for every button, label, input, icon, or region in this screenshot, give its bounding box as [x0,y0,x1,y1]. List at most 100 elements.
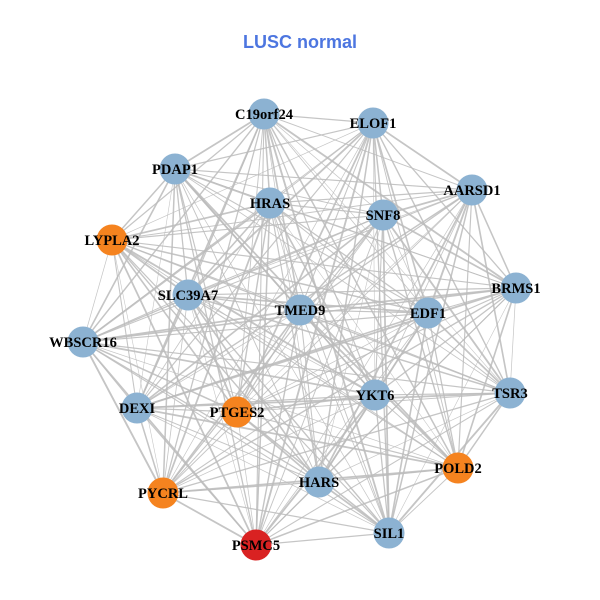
network-edge [174,168,189,296]
network-edge [82,214,384,343]
network-edge [82,341,238,413]
network-edge [136,407,257,546]
network-edge [111,239,138,409]
network-edge [174,168,320,483]
gene-node-C19orf24 [248,98,280,130]
network-edge [236,189,473,413]
network-edge [388,287,517,534]
network-edge [372,122,511,394]
network-edge [82,341,376,396]
network-edge [372,122,473,191]
network-edge [299,309,320,483]
network-edge [427,312,511,394]
network-edge [299,309,390,534]
network-edge [82,341,320,483]
network-edge [236,309,301,413]
network-edge [236,287,517,413]
network-edge [162,202,271,494]
network-edge [82,309,301,343]
network-edge [382,214,459,469]
network-edge [82,341,459,469]
gene-node-POLD2 [442,452,474,484]
gene-node-PDAP1 [159,153,191,185]
network-edge [187,294,320,483]
network-edge [187,294,301,311]
network-edge [111,239,459,469]
node-layer [67,98,532,561]
network-edge [111,168,176,241]
network-edge [236,202,271,413]
gene-node-YKT6 [359,379,391,411]
gene-node-PYCRL [147,477,179,509]
network-edge [382,214,511,394]
network-edge [111,239,517,289]
network-edge [187,287,517,296]
network-edge [269,202,511,394]
network-edge [388,467,459,534]
network-edge [299,309,376,396]
network-edge [255,309,301,546]
network-edge [236,113,265,413]
gene-node-SLC39A7 [172,279,204,311]
network-edge [82,341,164,494]
network-edge [318,392,511,483]
network-edge [255,467,459,546]
network-edge [299,309,429,314]
gene-node-HRAS [254,187,286,219]
network-edge [162,394,376,494]
network-edge [174,168,429,314]
network-edge [374,394,459,469]
network-edge [162,492,390,534]
network-edge [427,312,459,469]
network-edge [162,122,374,494]
network-edge [457,287,517,469]
network-edge [174,168,473,191]
network-edge [82,168,176,343]
gene-node-DEXI [121,392,153,424]
gene-node-SIL1 [373,517,405,549]
network-edge [174,113,265,170]
network-edge [162,287,517,494]
network-edge [318,394,376,483]
network-edge [372,122,459,469]
network-edge [174,122,374,170]
gene-node-LYPLA2 [96,224,128,256]
gene-node-AARSD1 [456,174,488,206]
gene-node-TMED9 [284,294,316,326]
network-edge [318,214,384,483]
network-edge [372,122,517,289]
network-edge [111,239,429,314]
network-edge [269,202,517,289]
network-edge [162,492,257,546]
gene-node-SNF8 [367,199,399,231]
network-edge [136,407,459,469]
network-edge [111,214,384,241]
network-edge [82,239,113,343]
network-edge [269,202,376,396]
network-edge [263,113,374,124]
network-edge [187,294,459,469]
network-edge [111,122,374,241]
network-edge [263,113,429,314]
network-edge [111,202,271,241]
network-edge [136,312,429,409]
network-edge [162,189,473,494]
gene-node-HARS [303,466,335,498]
gene-node-PTGES2 [221,396,253,428]
gene-node-ELOF1 [357,107,389,139]
network-edge [255,189,473,546]
network-edge [136,407,238,413]
network-edge [136,407,320,483]
network-edge [162,481,320,494]
network-edge [111,239,189,296]
network-edge [299,309,511,394]
label-layer: C19orf24ELOF1PDAP1AARSD1HRASSNF8LYPLA2BR… [49,107,540,554]
network-edge [255,532,390,546]
network-edge [236,411,257,546]
network-edge [382,214,429,314]
network-edge [187,294,376,396]
network-edge [82,312,429,343]
network-edge [263,113,390,534]
